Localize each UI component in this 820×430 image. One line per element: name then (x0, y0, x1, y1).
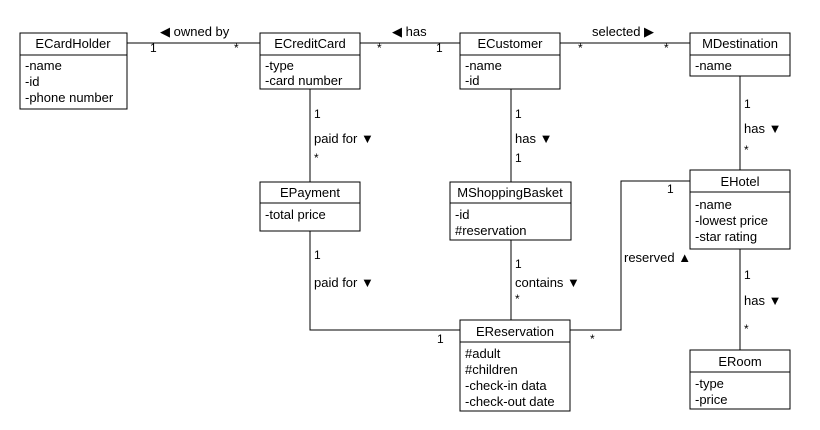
class-attribute: -phone number (25, 90, 114, 105)
association-contains: 1 contains ▼ * (515, 257, 580, 306)
class-ehotel[interactable]: EHotel -name -lowest price -star rating (689, 169, 791, 250)
class-attribute: -name (695, 197, 732, 212)
class-mdestination[interactable]: MDestination -name (689, 32, 791, 77)
association-label: paid for ▼ (314, 131, 374, 146)
association-label: ◀ has (392, 24, 427, 39)
class-attribute: -card number (265, 73, 343, 88)
class-ecreditcard[interactable]: ECreditCard -type -card number (259, 32, 361, 90)
multiplicity-label: * (515, 292, 520, 306)
association-lines (127, 42, 741, 350)
class-mshoppingbasket[interactable]: MShoppingBasket -id #reservation (449, 181, 572, 241)
class-attribute: -id (465, 73, 479, 88)
class-name: EPayment (280, 185, 340, 200)
line-paid-for-res (309, 231, 460, 331)
class-eroom[interactable]: ERoom -type -price (689, 349, 791, 410)
association-label: selected ▶ (592, 24, 654, 39)
class-name: ECreditCard (274, 36, 346, 51)
multiplicity-label: * (377, 41, 382, 55)
class-name: ECardHolder (35, 36, 111, 51)
class-attribute: -type (265, 58, 294, 73)
multiplicity-label: 1 (744, 268, 751, 282)
multiplicity-label: 1 (744, 97, 751, 111)
class-attribute: -id (25, 74, 39, 89)
class-name: EReservation (476, 324, 554, 339)
line-reserved (570, 180, 690, 331)
association-label: ◀ owned by (160, 24, 230, 39)
multiplicity-label: 1 (667, 182, 674, 196)
association-label: has ▼ (744, 293, 781, 308)
class-name: EHotel (720, 174, 759, 189)
class-box (689, 349, 791, 410)
association-reserved: 1 reserved ▲ * (590, 182, 691, 346)
class-attribute: -type (695, 376, 724, 391)
multiplicity-label: * (744, 322, 749, 336)
association-has-room: 1 has ▼ * (744, 268, 781, 336)
multiplicity-label: 1 (515, 107, 522, 121)
class-ecustomer[interactable]: ECustomer -name -id (459, 32, 561, 90)
class-attribute: -check-out date (465, 394, 555, 409)
class-attribute: -lowest price (695, 213, 768, 228)
multiplicity-label: * (664, 41, 669, 55)
multiplicity-label: * (590, 332, 595, 346)
multiplicity-label: * (744, 143, 749, 157)
association-label: contains ▼ (515, 275, 580, 290)
class-box (459, 32, 561, 90)
class-attribute: -name (695, 58, 732, 73)
class-name: ERoom (718, 354, 761, 369)
class-box (259, 32, 361, 90)
class-box (459, 319, 571, 412)
multiplicity-label: 1 (150, 41, 157, 55)
association-label: reserved ▲ (624, 250, 691, 265)
association-label: has ▼ (515, 131, 552, 146)
class-attribute: -star rating (695, 229, 757, 244)
association-paid-for-card: 1 paid for ▼ * (314, 107, 374, 165)
association-has-card: ◀ has * 1 (377, 24, 443, 55)
multiplicity-label: 1 (314, 248, 321, 262)
class-attribute: -price (695, 392, 728, 407)
class-attribute: #adult (465, 346, 501, 361)
class-box (19, 32, 128, 110)
class-ereservation[interactable]: EReservation #adult #children -check-in … (459, 319, 571, 412)
class-name: MDestination (702, 36, 778, 51)
association-label: has ▼ (744, 121, 781, 136)
class-box (449, 181, 572, 241)
class-attribute: #children (465, 362, 518, 377)
multiplicity-label: * (314, 151, 319, 165)
association-has-basket: 1 has ▼ 1 (515, 107, 552, 165)
multiplicity-label: 1 (515, 257, 522, 271)
class-attribute: #reservation (455, 223, 527, 238)
class-name: MShoppingBasket (457, 185, 563, 200)
class-attribute: -name (465, 58, 502, 73)
multiplicity-label: 1 (437, 332, 444, 346)
class-box (259, 181, 361, 232)
association-has-hotel: 1 has ▼ * (744, 97, 781, 157)
class-attribute: -check-in data (465, 378, 547, 393)
class-attribute: -total price (265, 207, 326, 222)
class-attribute: -id (455, 207, 469, 222)
class-name: ECustomer (477, 36, 543, 51)
class-box (689, 169, 791, 250)
multiplicity-label: * (234, 41, 239, 55)
class-epayment[interactable]: EPayment -total price (259, 181, 361, 232)
multiplicity-label: 1 (436, 41, 443, 55)
class-ecardholder[interactable]: ECardHolder -name -id -phone number (19, 32, 128, 110)
association-selected: selected ▶ * * (578, 24, 669, 55)
association-paid-for-res: 1 paid for ▼ 1 (314, 248, 444, 346)
multiplicity-label: 1 (515, 151, 522, 165)
association-owned-by: ◀ owned by 1 * (150, 24, 239, 55)
multiplicity-label: 1 (314, 107, 321, 121)
association-label: paid for ▼ (314, 275, 374, 290)
multiplicity-label: * (578, 41, 583, 55)
class-attribute: -name (25, 58, 62, 73)
